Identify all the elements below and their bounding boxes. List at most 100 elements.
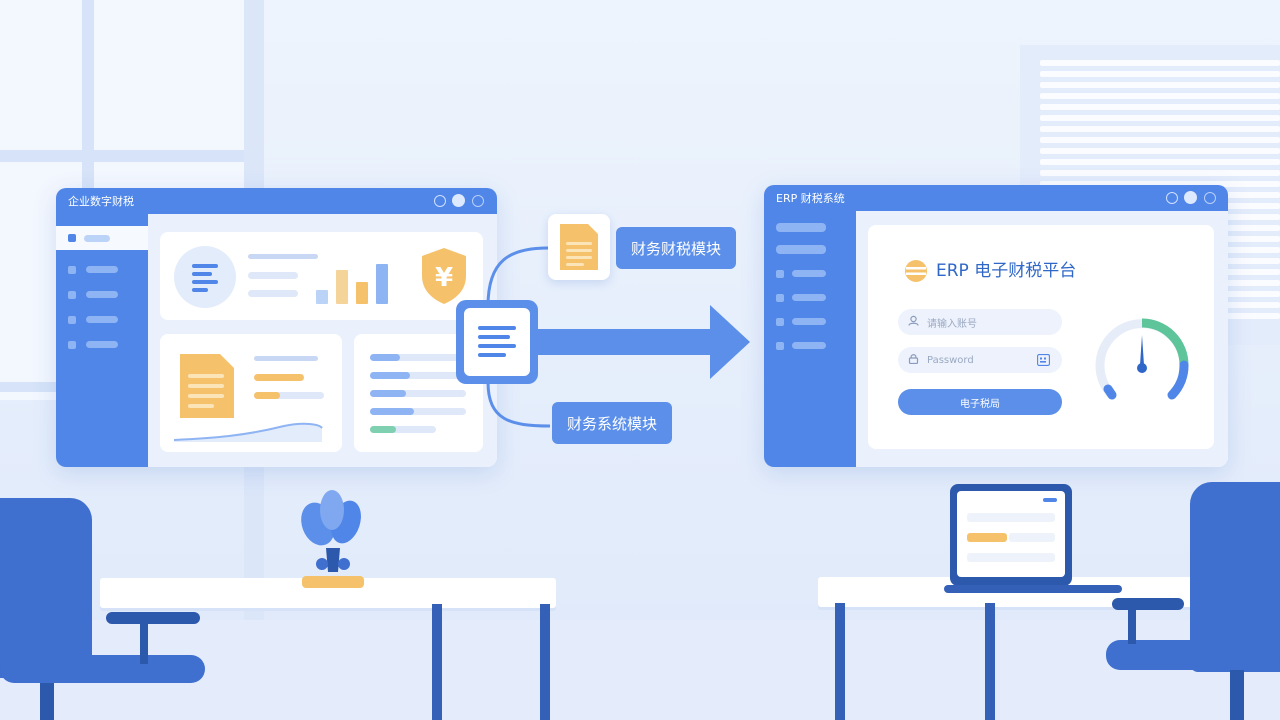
blind-slat	[1040, 126, 1280, 132]
yuan-shield-icon: ¥	[418, 246, 470, 310]
chart-bar	[376, 264, 388, 304]
desk-right-leg	[835, 603, 845, 720]
flow-arrow-icon	[530, 305, 750, 379]
chart-bar	[356, 282, 368, 304]
sidebar-item[interactable]	[776, 245, 826, 254]
gauge-icon	[1090, 313, 1194, 421]
desk-right-leg	[985, 603, 995, 720]
left-window-title: 企业数字财税	[68, 195, 134, 208]
maximize-button[interactable]	[1184, 191, 1197, 204]
progress-track	[370, 408, 466, 415]
left-content: ¥	[148, 214, 497, 467]
summary-card: ¥	[160, 232, 483, 320]
progress-track	[370, 390, 466, 397]
sidebar-item[interactable]	[792, 342, 826, 349]
chair-seat-left	[0, 655, 205, 683]
login-card: ERP 电子财税平台 请输入账号 Password 电子税局	[868, 225, 1214, 449]
username-placeholder: 请输入账号	[927, 318, 977, 330]
minimize-button[interactable]	[1166, 192, 1178, 204]
minimize-button[interactable]	[434, 195, 446, 207]
text-line	[254, 374, 304, 381]
sidebar-item-label	[84, 235, 110, 242]
right-titlebar: ERP 财税系统	[764, 185, 1228, 211]
blind-slat	[1040, 60, 1280, 66]
left-titlebar: 企业数字财税	[56, 188, 497, 214]
text-line	[248, 272, 298, 279]
progress-fill	[370, 390, 406, 397]
sidebar-item[interactable]	[776, 223, 826, 232]
laptop	[950, 484, 1072, 586]
user-icon	[908, 315, 919, 329]
chair-arm-right-post	[1128, 604, 1136, 644]
text-line	[254, 392, 280, 399]
callout-bottom[interactable]: 财务系统模块	[552, 402, 672, 444]
blind-slat	[1040, 159, 1280, 165]
callout-top[interactable]: 财务财税模块	[616, 227, 736, 269]
document-icon	[478, 326, 516, 357]
right-content: ERP 电子财税平台 请输入账号 Password 电子税局	[856, 211, 1228, 467]
password-input[interactable]: Password	[898, 347, 1062, 373]
laptop-screen	[957, 491, 1065, 577]
sidebar-item[interactable]	[792, 318, 826, 325]
sidebar-icon	[776, 342, 784, 350]
doc-tile-top[interactable]	[548, 214, 610, 280]
svg-text:¥: ¥	[435, 263, 453, 293]
sidebar-item[interactable]	[86, 341, 118, 348]
sidebar-icon	[68, 266, 76, 274]
report-icon	[174, 246, 236, 308]
right-window-title: ERP 财税系统	[776, 192, 845, 205]
left-sidebar	[56, 214, 148, 467]
sidebar-icon	[68, 316, 76, 324]
sidebar-icon	[68, 291, 76, 299]
chart-bar	[316, 290, 328, 304]
blind-slat	[1040, 181, 1280, 187]
chair-arm-left	[106, 612, 200, 624]
text-line	[254, 392, 324, 399]
sidebar-item[interactable]	[86, 266, 118, 273]
sidebar-item[interactable]	[86, 291, 118, 298]
keypad-icon[interactable]	[1037, 354, 1050, 369]
progress-track	[370, 354, 466, 361]
sidebar-icon	[68, 341, 76, 349]
sidebar-item[interactable]	[792, 294, 826, 301]
blind-slat	[1040, 82, 1280, 88]
floor	[0, 620, 1280, 720]
text-line	[248, 290, 298, 297]
right-app-window: ERP 财税系统 ERP 电子财税平台 请输入账号	[764, 185, 1228, 467]
progress-fill	[370, 372, 410, 379]
window-frame	[0, 150, 250, 162]
laptop-ui-line	[967, 533, 1007, 542]
close-button[interactable]	[472, 195, 484, 207]
chair-arm-right	[1112, 598, 1184, 610]
right-sidebar	[764, 211, 856, 467]
desk-left-leg	[540, 604, 550, 720]
plant-icon	[301, 490, 364, 588]
laptop-ui-line	[1009, 533, 1055, 542]
blind-slat	[1040, 137, 1280, 143]
sidebar-icon	[68, 234, 76, 242]
close-button[interactable]	[1204, 192, 1216, 204]
platform-title: ERP 电子财税平台	[936, 261, 1077, 281]
sidebar-item[interactable]	[86, 316, 118, 323]
sidebar-item[interactable]	[792, 270, 826, 277]
center-doc-frame[interactable]	[456, 300, 538, 384]
lock-icon	[908, 353, 919, 367]
center-doc	[464, 308, 530, 376]
document-icon	[560, 224, 598, 270]
document-card	[160, 334, 342, 452]
progress-track	[370, 372, 466, 379]
progress-fill	[370, 408, 414, 415]
laptop-base	[944, 585, 1122, 593]
desk-left-leg	[432, 604, 442, 720]
username-input[interactable]: 请输入账号	[898, 309, 1062, 335]
maximize-button[interactable]	[452, 194, 465, 207]
sidebar-icon	[776, 294, 784, 302]
left-app-window: 企业数字财税 ¥	[56, 188, 497, 467]
document-icon	[176, 350, 238, 426]
text-line	[254, 356, 318, 361]
sidebar-icon	[776, 318, 784, 326]
login-button[interactable]: 电子税局	[898, 389, 1062, 415]
blind-slat	[1040, 93, 1280, 99]
laptop-ui-line	[1043, 498, 1057, 502]
progress-track	[370, 426, 436, 433]
